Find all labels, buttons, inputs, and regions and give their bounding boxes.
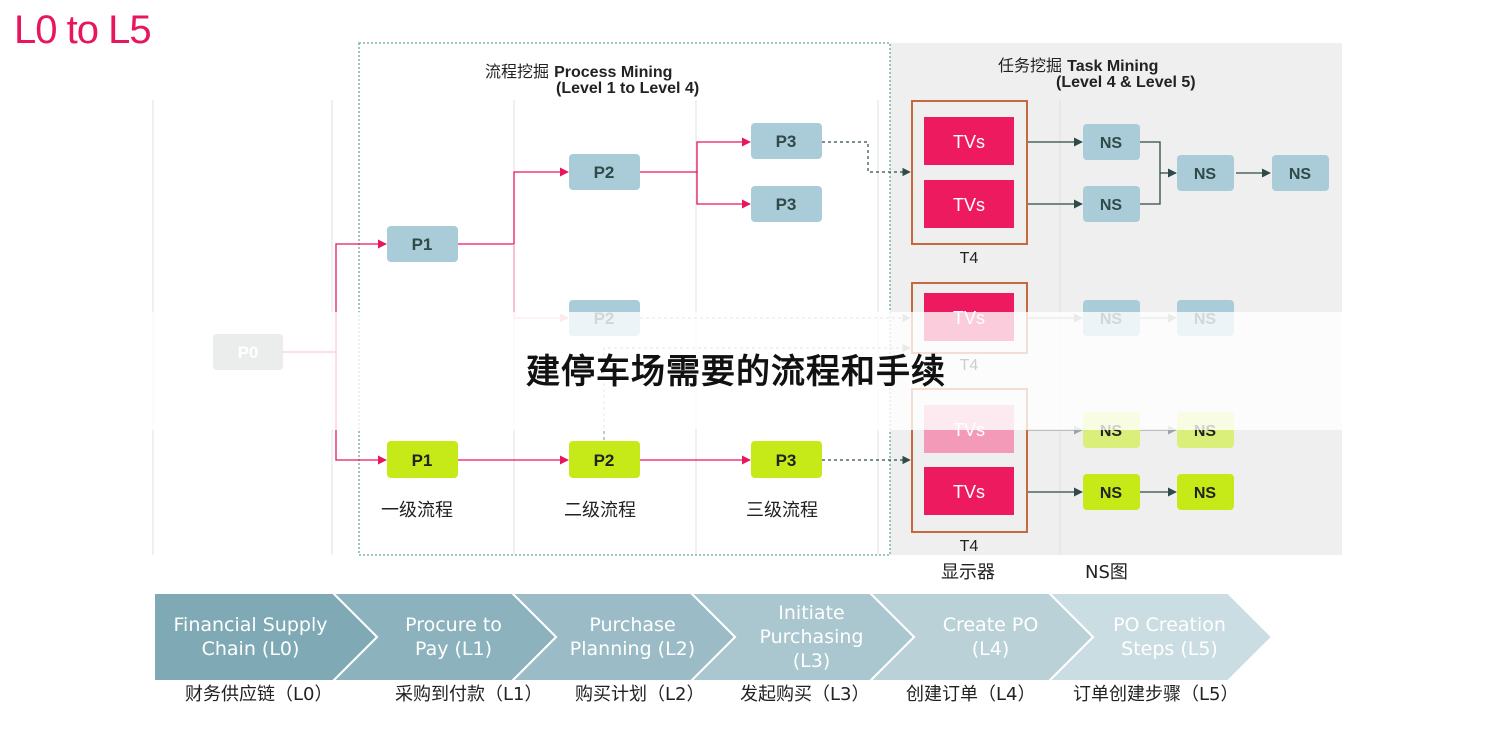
svg-text:P3: P3 bbox=[776, 195, 797, 214]
svg-text:P2: P2 bbox=[594, 163, 615, 182]
task-mining-range: (Level 4 & Level 5) bbox=[1056, 74, 1196, 91]
node-p2-lime: P2 bbox=[569, 441, 640, 478]
level-three-label: 三级流程 bbox=[746, 500, 818, 521]
node-p3-first: P3 bbox=[751, 123, 822, 159]
chevron-cn-label-1: 采购到付款（L1） bbox=[395, 684, 543, 705]
page-title: L0 to L5 bbox=[14, 8, 152, 52]
tvs-box-2: TVs bbox=[924, 180, 1014, 228]
ns-node-2: NS bbox=[1083, 186, 1140, 222]
svg-text:NS: NS bbox=[1289, 166, 1312, 183]
svg-text:TVs: TVs bbox=[953, 195, 985, 215]
task-mining-header: 任务挖掘 Task Mining bbox=[998, 56, 1159, 75]
level-one-label: 一级流程 bbox=[381, 500, 453, 521]
caption-banner bbox=[0, 312, 1342, 430]
chevron-cn-label-2: 购买计划（L2） bbox=[575, 684, 705, 705]
chevron-text-4: Create PO(L4) bbox=[942, 614, 1039, 660]
level-chevrons bbox=[153, 592, 1274, 682]
svg-text:NS: NS bbox=[1100, 135, 1123, 152]
chevron-0 bbox=[153, 592, 379, 682]
t4-label-bottom: T4 bbox=[960, 538, 979, 555]
chevron-cn-label-3: 发起购买（L3） bbox=[740, 684, 870, 705]
svg-text:P3: P3 bbox=[776, 132, 797, 151]
node-p3-lime: P3 bbox=[751, 441, 822, 478]
level-two-label: 二级流程 bbox=[564, 500, 636, 521]
svg-text:P1: P1 bbox=[412, 235, 433, 254]
svg-text:NS: NS bbox=[1194, 485, 1217, 502]
t4-label-top: T4 bbox=[960, 250, 979, 267]
ns-node-10: NS bbox=[1177, 474, 1234, 510]
ns-node-4: NS bbox=[1272, 155, 1329, 191]
chevron-cn-label-0: 财务供应链（L0） bbox=[185, 684, 333, 705]
svg-text:TVs: TVs bbox=[953, 482, 985, 502]
node-p3-second: P3 bbox=[751, 186, 822, 222]
tvs-box-1: TVs bbox=[924, 117, 1014, 165]
chevron-cn-label-4: 创建订单（L4） bbox=[906, 684, 1036, 705]
svg-text:P1: P1 bbox=[412, 451, 433, 470]
process-mining-frame bbox=[358, 42, 891, 556]
ns-node-9: NS bbox=[1083, 474, 1140, 510]
node-p1-upper: P1 bbox=[387, 226, 458, 262]
svg-text:P3: P3 bbox=[776, 451, 797, 470]
overlay-caption: 建停车场需要的流程和手续 bbox=[526, 352, 946, 392]
process-mining-header: 流程挖掘 Process Mining bbox=[485, 62, 673, 81]
svg-text:TVs: TVs bbox=[953, 132, 985, 152]
node-p2-upper: P2 bbox=[569, 154, 640, 190]
tvs-box-5: TVs bbox=[924, 467, 1014, 515]
faded-connector bbox=[513, 244, 569, 323]
ns-node-1: NS bbox=[1083, 124, 1140, 160]
ns-connectors bbox=[1028, 137, 1271, 497]
ns-node-3: NS bbox=[1177, 155, 1234, 191]
svg-text:P2: P2 bbox=[594, 451, 615, 470]
ns-graph-label: NS图 bbox=[1085, 562, 1128, 583]
svg-text:NS: NS bbox=[1194, 166, 1217, 183]
dashed-connectors bbox=[822, 141, 911, 465]
process-mining-range: (Level 1 to Level 4) bbox=[556, 80, 700, 97]
t4-frame-top bbox=[911, 100, 1028, 245]
chevron-cn-label-5: 订单创建步骤（L5） bbox=[1073, 684, 1239, 705]
svg-text:NS: NS bbox=[1100, 485, 1123, 502]
display-label: 显示器 bbox=[941, 562, 995, 583]
svg-text:NS: NS bbox=[1100, 197, 1123, 214]
node-p1-lime: P1 bbox=[387, 441, 458, 478]
